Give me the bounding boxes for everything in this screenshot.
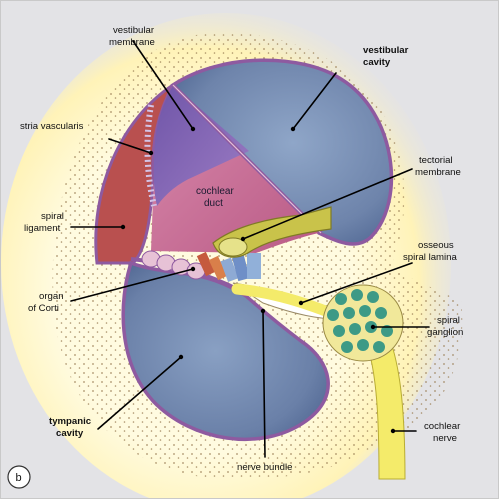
label-nerve-bundle: nerve bundle bbox=[237, 462, 292, 473]
label-tympanic-cavity: tympanic cavity bbox=[49, 416, 94, 439]
stria-vascularis-shape bbox=[153, 85, 249, 206]
label-spiral-ganglion: spiral ganglion bbox=[427, 315, 463, 338]
vestibular-cavity-shape bbox=[170, 58, 394, 246]
label-stria-vascularis: stria vascularis bbox=[20, 121, 84, 132]
panel-letter-badge: b bbox=[7, 465, 31, 489]
label-vestibular-cavity: vestibular cavity bbox=[363, 45, 411, 68]
label-spiral-ligament: spiral ligament bbox=[24, 211, 67, 234]
label-organ-of-corti: organ of Corti bbox=[28, 291, 66, 314]
cochlear-nerve-shape bbox=[368, 330, 406, 480]
leader-lines bbox=[70, 40, 430, 458]
label-cochlear-duct: cochlear duct bbox=[196, 186, 237, 209]
label-vestibular-membrane: vestibular membrane bbox=[109, 25, 157, 48]
spiral-ganglion bbox=[322, 284, 404, 362]
organ-of-corti-cells bbox=[141, 250, 261, 283]
label-cochlear-nerve: cochlear nerve bbox=[424, 421, 463, 444]
label-tectorial-membrane: tectorial membrane bbox=[415, 155, 461, 178]
label-osseous-spiral-lamina: osseous spiral lamina bbox=[403, 240, 458, 263]
stria-cell-column bbox=[144, 104, 157, 207]
panel-letter: b bbox=[16, 472, 22, 484]
